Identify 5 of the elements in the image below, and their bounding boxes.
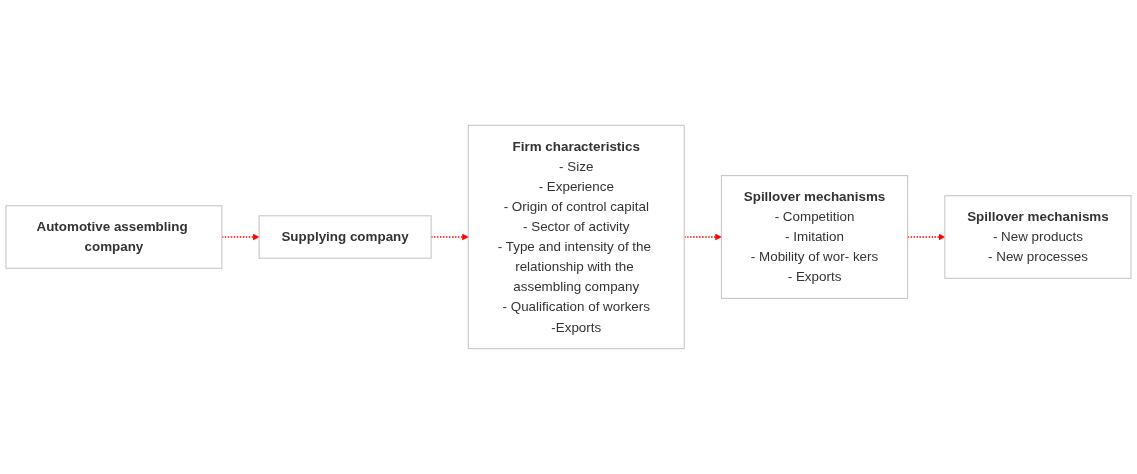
node-box: Spillover mechanisms - Competition - Imitation - Mobility of wor- kers - Exports: [720, 175, 909, 299]
node-box: Supplying company: [258, 215, 432, 259]
node-box: Firm characteristics - Size - Experience - Origin of control capital - Sector of activity - Type and intensity of the relationship with the assembling company - Qualification of workers -Exports: [467, 124, 685, 350]
node-box: Automotive assembling company: [5, 205, 223, 269]
node-box: Spillover mechanisms - New products - New processes: [944, 195, 1132, 279]
